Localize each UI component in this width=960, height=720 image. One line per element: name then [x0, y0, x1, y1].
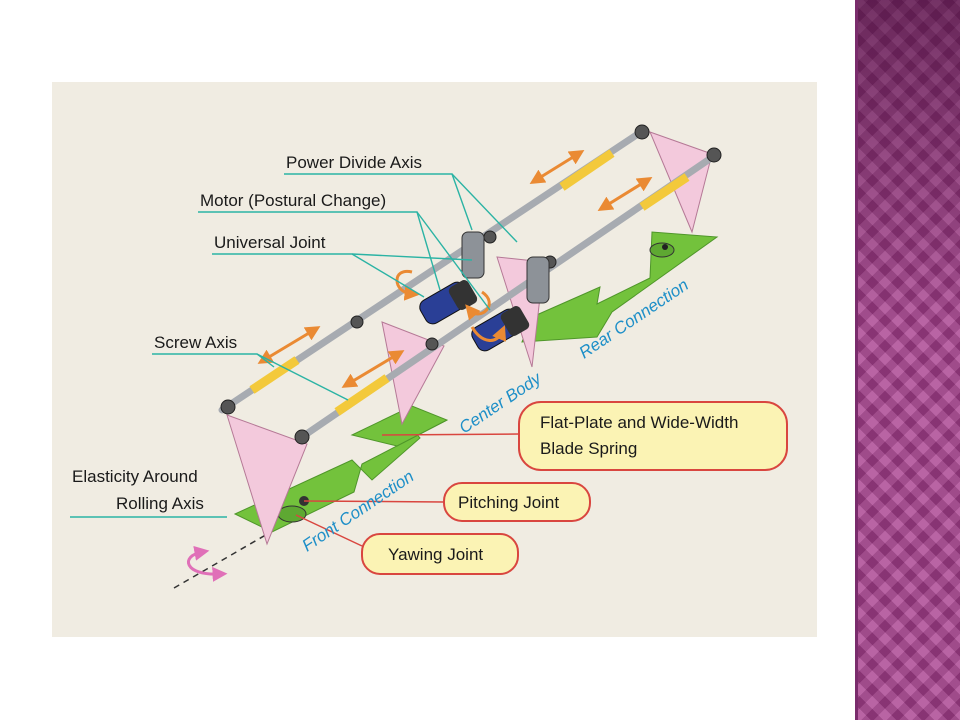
center-body-plate	[350, 405, 449, 447]
double-arrow-icon	[529, 150, 585, 184]
double-arrow-icon	[597, 177, 653, 211]
label-elasticity-line2: Rolling Axis	[116, 494, 204, 513]
label-motor: Motor (Postural Change)	[200, 191, 386, 210]
diagram-svg: Power Divide Axis Motor (Postural Change…	[70, 124, 788, 589]
double-arrow-icon	[341, 350, 405, 388]
front-strut	[226, 414, 308, 546]
label-universal-joint: Universal Joint	[214, 233, 326, 252]
universal-joint-icon-2	[526, 256, 550, 304]
label-elasticity-line1: Elasticity Around	[72, 467, 198, 486]
label-screw-axis: Screw Axis	[154, 333, 237, 352]
rolling-rotation-arrow-icon	[187, 545, 228, 582]
rotation-arrow-icon	[465, 290, 491, 321]
callout-spring-line1: Flat-Plate and Wide-Width	[540, 413, 738, 432]
callout-pitching	[443, 482, 591, 522]
motor-cap-icon	[448, 280, 478, 310]
callout-leaders	[295, 433, 520, 547]
motor-cap-icon-2	[500, 306, 530, 336]
label-power-divide-axis: Power Divide Axis	[286, 153, 422, 172]
double-arrow-icon	[257, 326, 321, 364]
screw-spring-upper-front	[249, 356, 300, 394]
leader-lines	[70, 173, 518, 518]
callout-yawing-text: Yawing Joint	[388, 545, 483, 564]
screw-spring-lower-front	[334, 374, 390, 416]
yawing-joint-icon	[277, 505, 307, 523]
mechanism-diagram: Power Divide Axis Motor (Postural Change…	[52, 82, 817, 637]
rotation-arrow-icon	[470, 325, 507, 342]
callout-yawing	[361, 533, 519, 575]
rear-connection-plate	[521, 231, 719, 343]
callout-spring	[518, 401, 788, 471]
decorative-side-band	[855, 0, 960, 720]
callout-spring-line2: Blade Spring	[540, 439, 637, 458]
universal-joint-icon	[461, 231, 485, 279]
rear-joint-icon	[649, 242, 675, 258]
callout-pitching-text: Pitching Joint	[458, 493, 559, 512]
rear-pin-icon	[662, 244, 668, 250]
